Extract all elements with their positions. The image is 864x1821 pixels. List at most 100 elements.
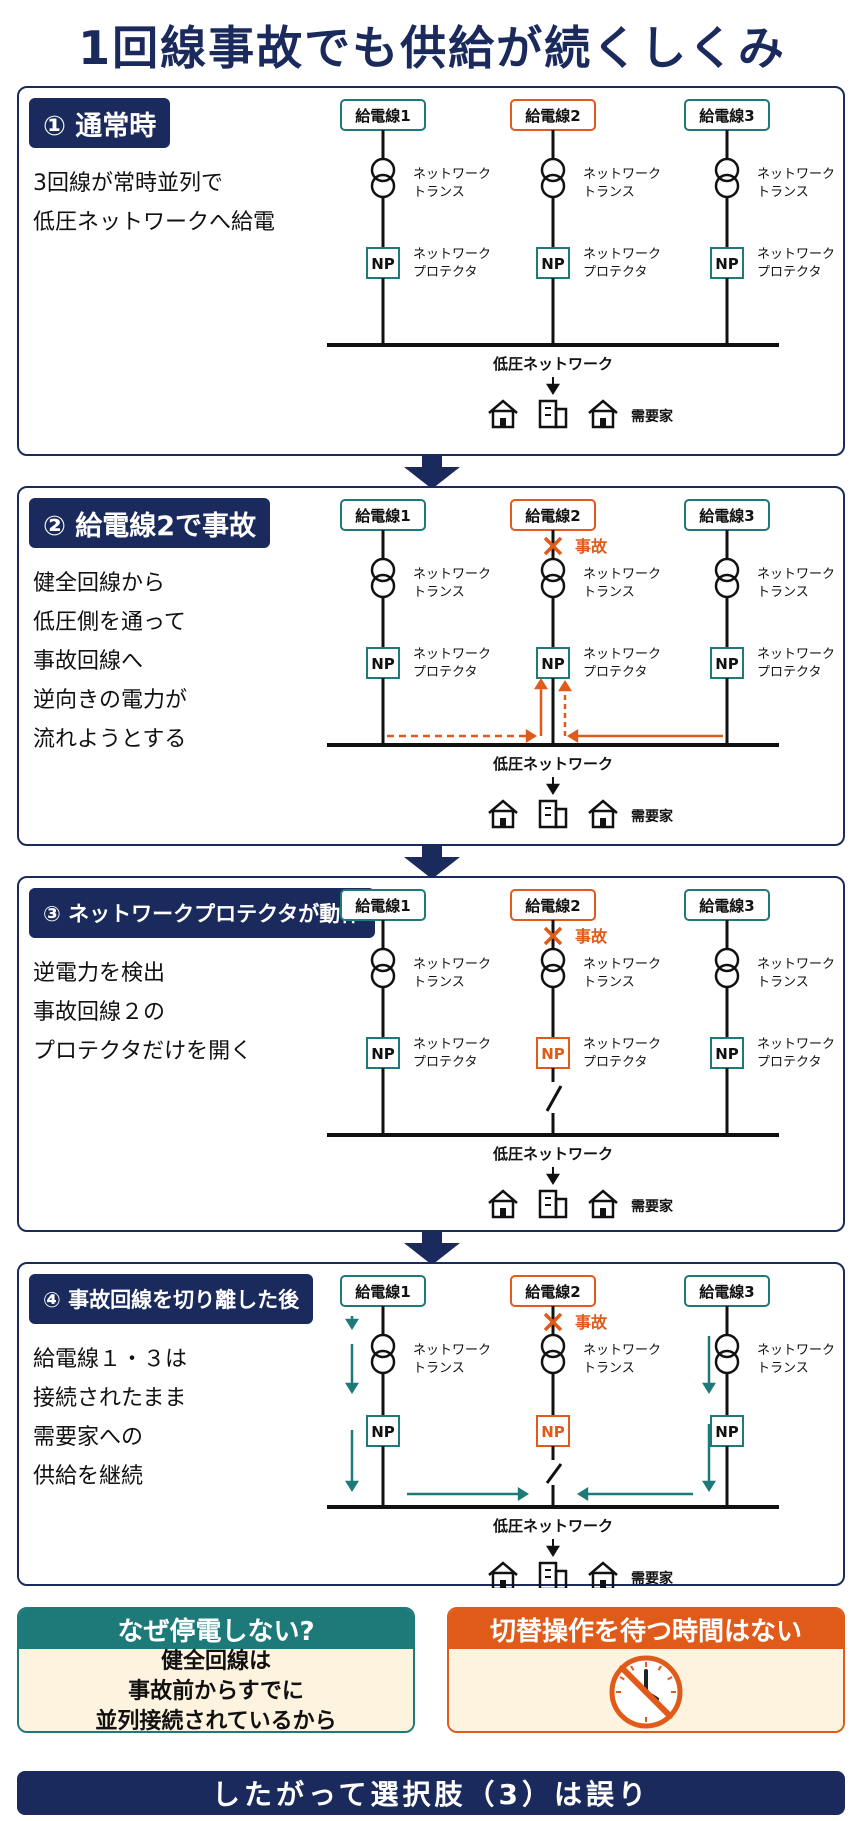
open-switch: [545, 1463, 563, 1484]
transformer-label: トランス: [757, 975, 809, 990]
transformer-label: トランス: [757, 585, 809, 600]
protector-caption: プロテクタ: [583, 665, 647, 680]
house-icon: [488, 1561, 518, 1576]
feeder-label: 給電線3: [699, 897, 754, 915]
panel-description: 逆電力を検出 事故回線２の プロテクタだけを開く: [33, 954, 323, 1071]
down-arrow-icon: [404, 845, 460, 879]
desc-line: プロテクタだけを開く: [33, 1039, 253, 1064]
network-label: 低圧ネットワーク: [492, 755, 613, 773]
protector-box: [366, 647, 400, 679]
feeder-label: 給電線3: [699, 507, 754, 525]
transformer-label: トランス: [413, 975, 465, 990]
feeder-label: 給電線2: [525, 507, 580, 525]
transformer-icon: [714, 963, 740, 989]
supply-flow-arrow: [345, 1480, 359, 1492]
transformer-icon: [540, 947, 566, 973]
house-door: [600, 818, 606, 827]
down-arrow-icon: [546, 783, 560, 795]
down-arrow-icon: [546, 1173, 560, 1185]
desc-line: 低圧側を通って: [33, 610, 186, 635]
transformer-icon: [540, 1333, 566, 1359]
transformer-icon: [540, 173, 566, 199]
transformer-label: ネットワーク: [413, 167, 491, 182]
feeder-label: 給電線3: [699, 107, 754, 125]
transformer-icon: [370, 557, 396, 583]
protector-box: [536, 1415, 570, 1447]
protector-caption: プロテクタ: [413, 665, 477, 680]
transformer-label: ネットワーク: [757, 957, 835, 972]
feeder-label: 給電線1: [355, 507, 410, 525]
transformer-icon: [714, 947, 740, 973]
protector-caption: ネットワーク: [413, 647, 491, 662]
panel-after: ④ 事故回線を切り離した後 給電線１・３は 接続されたまま 需要家への 供給を継…: [17, 1262, 845, 1588]
protector-caption: ネットワーク: [583, 247, 661, 262]
protector-caption: ネットワーク: [757, 647, 835, 662]
building-icon: [554, 807, 568, 829]
house-icon: [488, 399, 518, 414]
transformer-icon: [370, 1333, 396, 1359]
conclusion-banner: したがって選択肢（3）は誤り: [17, 1771, 845, 1815]
down-arrow-icon: [404, 1231, 460, 1265]
reverse-flow-arrow: [567, 729, 579, 743]
supply-flow-arrow: [702, 1480, 716, 1492]
protector-box: [366, 1037, 400, 1069]
house-door: [600, 1580, 606, 1588]
transformer-icon: [370, 947, 396, 973]
transformer-icon: [370, 1349, 396, 1375]
house-icon: [588, 1561, 618, 1576]
transformer-icon: [370, 573, 396, 599]
down-arrow-icon: [404, 455, 460, 489]
consumer-label: 需要家: [631, 1570, 674, 1587]
supply-flow-arrow: [345, 1382, 359, 1394]
protector-label: NP: [371, 255, 395, 273]
protector-label: NP: [715, 655, 739, 673]
transformer-icon: [540, 557, 566, 583]
transformer-label: ネットワーク: [413, 1343, 491, 1358]
building-icon: [554, 407, 568, 429]
feeder-label: 給電線2: [525, 107, 580, 125]
feeder-label: 給電線1: [355, 897, 410, 915]
transformer-icon: [714, 157, 740, 183]
panel-fault: ② 給電線2で事故 健全回線から 低圧側を通って 事故回線へ 逆向きの電力が 流…: [17, 486, 845, 846]
transformer-icon: [540, 963, 566, 989]
protector-caption: プロテクタ: [413, 1055, 477, 1070]
why-line: 事故前からすでに: [128, 1679, 304, 1704]
protector-label: NP: [371, 655, 395, 673]
desc-line: 健全回線から: [33, 571, 166, 596]
protector-caption: プロテクタ: [757, 1055, 821, 1070]
transformer-icon: [714, 573, 740, 599]
feeder-label: 給電線2: [525, 897, 580, 915]
protector-caption: プロテクタ: [583, 1055, 647, 1070]
why-no-outage-box: なぜ停電しない? 健全回線は 事故前からすでに 並列接続されているから: [17, 1607, 415, 1733]
transformer-label: トランス: [583, 185, 635, 200]
house-icon: [588, 399, 618, 414]
house-door: [600, 1208, 606, 1217]
fault-label: 事故: [575, 537, 608, 556]
house-icon: [588, 799, 618, 814]
building-icon: [538, 1561, 558, 1588]
transformer-label: ネットワーク: [757, 1343, 835, 1358]
house-door: [500, 1580, 506, 1588]
protector-label: NP: [371, 1423, 395, 1441]
transformer-icon: [370, 963, 396, 989]
protector-label: NP: [715, 1045, 739, 1063]
transformer-label: ネットワーク: [583, 567, 661, 582]
house-icon: [488, 1189, 518, 1204]
protector-caption: ネットワーク: [583, 1037, 661, 1052]
protector-caption: ネットワーク: [413, 1037, 491, 1052]
protector-caption: プロテクタ: [757, 665, 821, 680]
why-no-outage-title: なぜ停電しない?: [19, 1609, 413, 1649]
reverse-flow-arrow: [558, 680, 572, 692]
reverse-flow-arrow: [525, 729, 537, 743]
network-label: 低圧ネットワーク: [492, 1517, 613, 1535]
house-icon: [588, 1189, 618, 1204]
protector-caption: プロテクタ: [757, 265, 821, 280]
desc-line: 流れようとする: [33, 727, 187, 752]
transformer-label: トランス: [583, 585, 635, 600]
protector-caption: ネットワーク: [757, 1037, 835, 1052]
panel-header: ① 通常時: [29, 98, 171, 148]
house-icon: [491, 1571, 515, 1588]
transformer-label: ネットワーク: [757, 167, 835, 182]
panel-description: 健全回線から 低圧側を通って 事故回線へ 逆向きの電力が 流れようとする: [33, 564, 323, 759]
